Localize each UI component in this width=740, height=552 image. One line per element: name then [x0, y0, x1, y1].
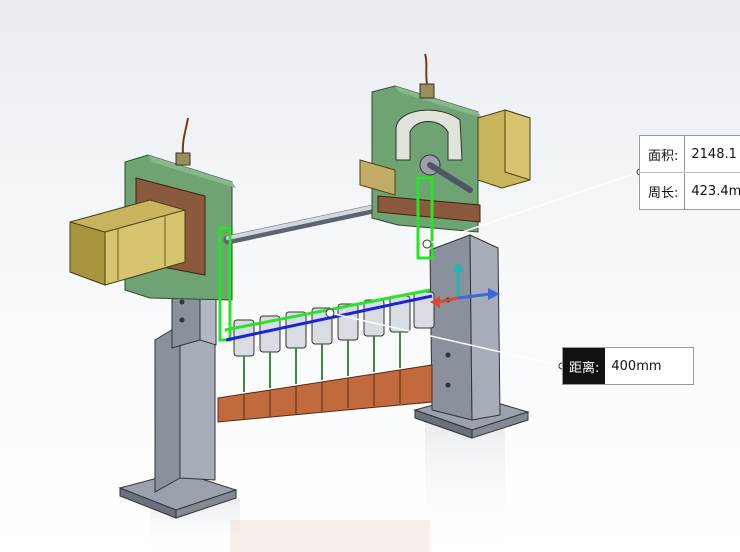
area-label: 面积: — [648, 148, 679, 164]
measure-point-icon[interactable] — [325, 308, 335, 318]
right-stand[interactable] — [413, 234, 530, 439]
left-motor[interactable] — [69, 199, 186, 286]
leader-lines — [329, 171, 641, 367]
distance-label: 距离: — [563, 348, 606, 384]
distance-value: 400mm — [611, 358, 662, 374]
measure-line — [225, 294, 433, 342]
perimeter-label: 周长: — [648, 185, 679, 201]
area-measurement-callout[interactable]: 面积: 2148.1 周长: 423.4m — [639, 135, 740, 210]
perimeter-value: 423.4m — [684, 173, 740, 209]
distance-measurement-callout[interactable]: 距离: 400mm — [562, 347, 694, 385]
triad-icon[interactable] — [430, 262, 500, 308]
right-mount-plate[interactable] — [359, 53, 482, 233]
blade-row[interactable] — [217, 364, 433, 423]
right-motor[interactable] — [477, 109, 531, 189]
left-stand[interactable] — [118, 261, 238, 519]
area-value: 2148.1 — [684, 136, 740, 172]
measure-point-icon[interactable] — [422, 239, 432, 249]
